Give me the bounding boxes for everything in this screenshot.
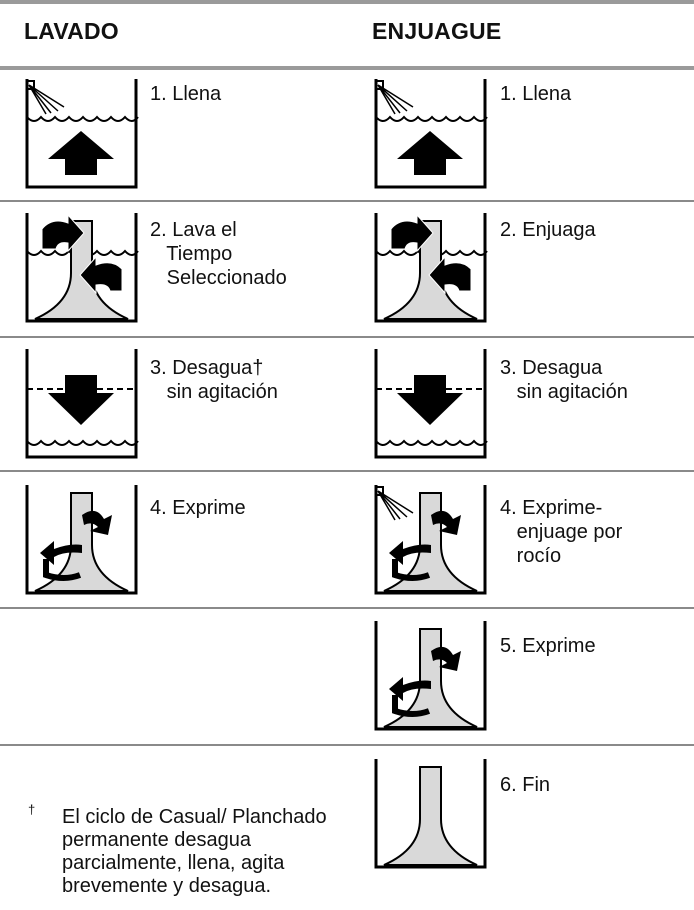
spin-icon (373, 619, 488, 734)
rinse-step-3: 3. Desagua sin agitación (500, 357, 628, 403)
rinse-step-4: 4. Exprime- enjuage por rocío (500, 497, 623, 567)
row-divider (0, 744, 694, 746)
fill-arrow-up-icon (373, 77, 488, 192)
drain-arrow-down-icon (373, 347, 488, 462)
rinse-step-1: 1. Llena (500, 83, 572, 105)
wash-step-4: 4. Exprime (150, 497, 246, 519)
spin-icon (24, 483, 139, 598)
row-divider (0, 470, 694, 472)
spray-spin-icon (373, 483, 488, 598)
footnote-marker: † (28, 802, 36, 817)
rinse-step-6: 6. Fin (500, 774, 551, 796)
row-divider (0, 607, 694, 609)
end-agitator-icon (373, 757, 488, 872)
rinse-column-title: ENJUAGUE (372, 18, 502, 44)
agitate-icon (373, 211, 488, 326)
drain-arrow-down-icon (24, 347, 139, 462)
top-rule (0, 0, 694, 4)
row-divider (0, 200, 694, 202)
wash-step-3: 3. Desagua† sin agitación (150, 357, 278, 403)
rinse-step-2: 2. Enjuaga (500, 219, 596, 241)
wash-column-title: LAVADO (24, 18, 119, 44)
fill-arrow-up-icon (24, 77, 139, 192)
agitate-icon (24, 211, 139, 326)
rinse-step-5: 5. Exprime (500, 635, 596, 657)
header-rule (0, 66, 694, 70)
wash-step-2: 2. Lava el Tiempo Seleccionado (150, 219, 287, 289)
wash-step-1: 1. Llena (150, 83, 222, 105)
footnote-text: El ciclo de Casual/ Planchado permanente… (62, 806, 327, 897)
row-divider (0, 336, 694, 338)
